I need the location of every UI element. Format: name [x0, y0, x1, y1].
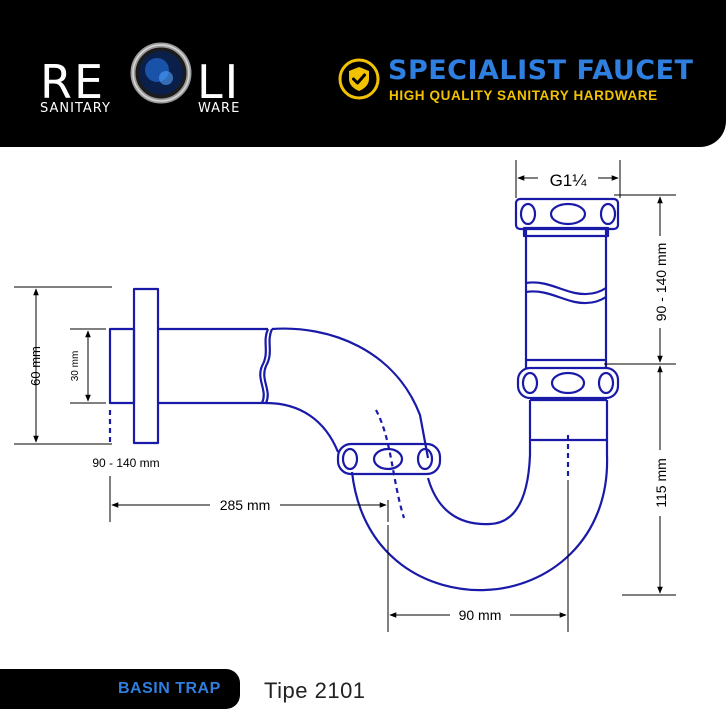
vertical-pipe-upper — [524, 228, 608, 368]
arm-cut-line — [259, 328, 270, 404]
shield-check-icon — [338, 58, 380, 100]
brand-sub-left: SANITARY — [40, 101, 111, 116]
wall-flange-collar — [108, 327, 136, 405]
dim-flange-height: 60 mm — [28, 346, 43, 386]
tagline-subtitle: HIGH QUALITY SANITARY HARDWARE — [389, 88, 658, 103]
dim-wall-offset: 90 - 140 mm — [92, 456, 159, 470]
u-bend-inner — [426, 454, 532, 526]
horizontal-arm — [158, 327, 268, 405]
dim-pipe-diameter: 30 mm — [70, 351, 81, 382]
product-tab: BASIN TRAP — [0, 669, 240, 709]
brand-logo-left: RE — [40, 55, 106, 109]
tagline-title: SPECIALIST FAUCET — [388, 55, 694, 86]
u-bend-outer — [350, 454, 609, 592]
upper-bend-outer — [271, 327, 430, 459]
top-nut — [514, 197, 620, 231]
product-name: BASIN TRAP — [118, 680, 221, 697]
middle-nut — [516, 366, 620, 400]
vertical-pipe-lower — [528, 400, 609, 455]
dim-vertical-top: 90 - 140 mm — [653, 243, 669, 322]
wall-flange — [132, 287, 160, 445]
brand-sub-right: WARE — [198, 101, 241, 116]
basin-trap-diagram: G1¼ 60 mm 30 mm 90 - 140 mm 285 mm 90 - … — [14, 160, 676, 632]
logo-ring-icon — [130, 42, 192, 104]
header-banner: RE LI SANITARY WARE SPECIALIST FAUCET HI… — [0, 0, 726, 147]
dimension-lines — [14, 160, 676, 632]
thread-label: G1¼ — [550, 171, 588, 190]
brand-logo-right: LI — [197, 55, 241, 109]
bend-centerline — [375, 409, 406, 519]
dim-bend-width: 90 mm — [459, 607, 502, 623]
product-type: Tipe 2101 — [264, 678, 366, 703]
dim-horizontal-length: 285 mm — [220, 497, 271, 513]
dim-vertical-bottom: 115 mm — [653, 458, 669, 508]
dimension-labels: G1¼ 60 mm 30 mm 90 - 140 mm 285 mm 90 - … — [28, 166, 670, 624]
upper-bend-inner — [265, 401, 340, 453]
trap-outline — [108, 197, 620, 592]
